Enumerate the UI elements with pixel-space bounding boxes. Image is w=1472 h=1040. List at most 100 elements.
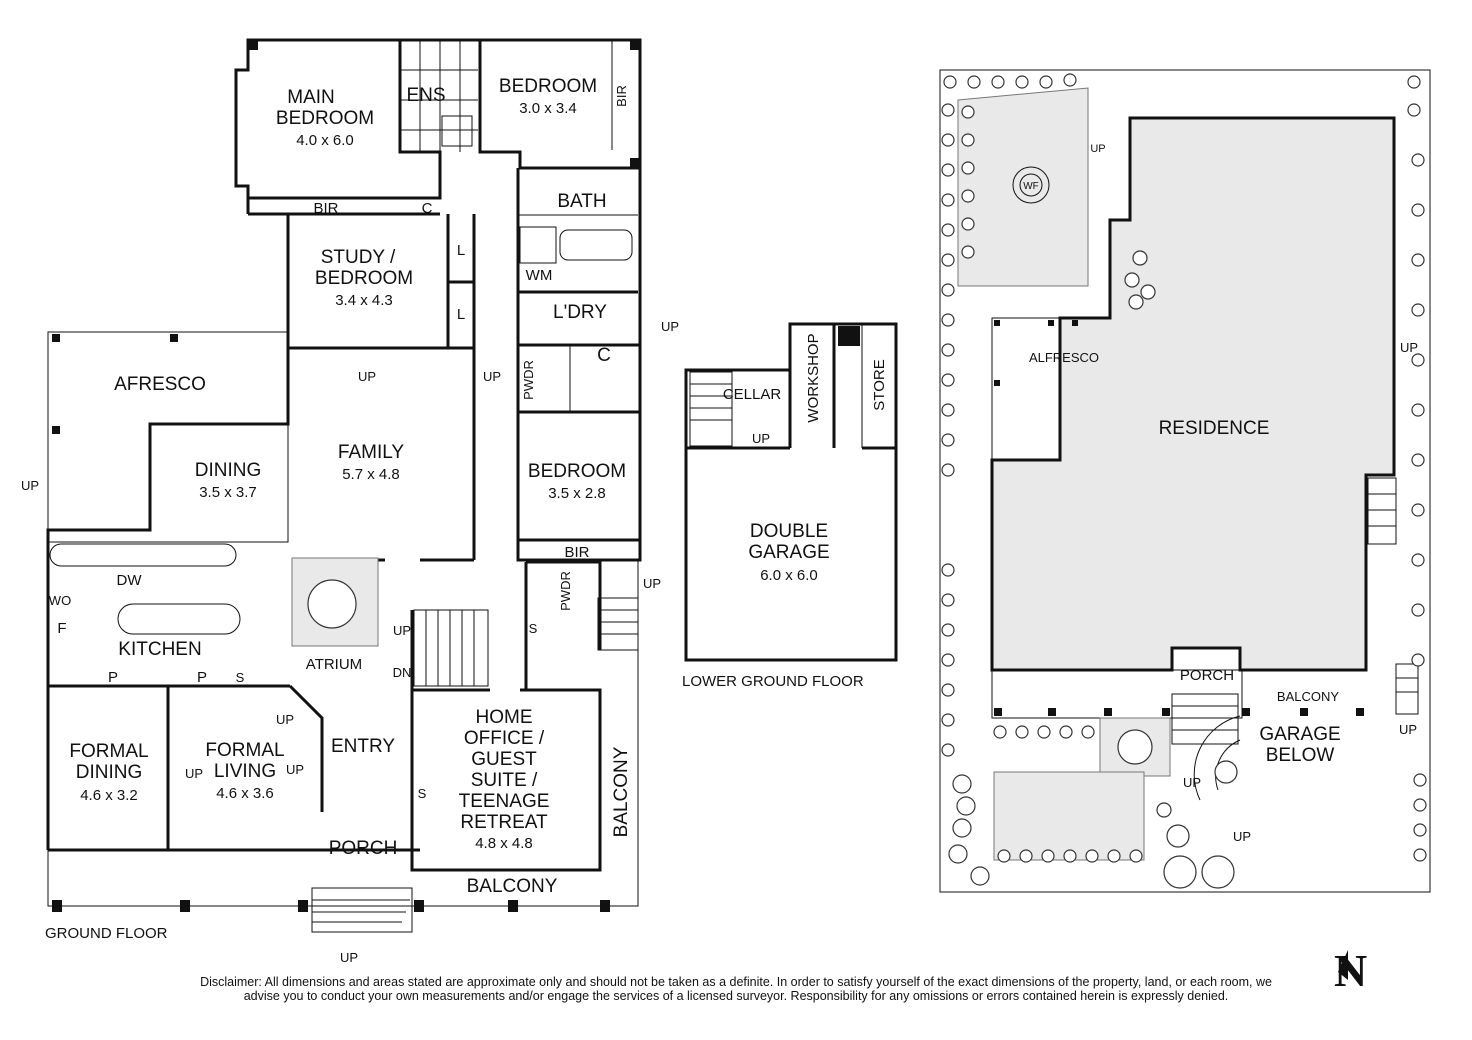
s-kitchen-label: S [236,670,245,685]
alfresco-outline [991,317,1061,461]
entry-label: ENTRY [331,736,395,757]
lower-ground-floor-plan: CELLAR WORKSHOP STORE DOUBLE GARAGE 6.0 … [682,322,898,690]
up-afresco: UP [21,478,39,493]
family-label: FAMILY [338,442,404,463]
bedroom-lower-label: BEDROOM [528,461,626,482]
formal-living-label-1: FORMAL [205,740,284,761]
main-bedroom-size: 4.0 x 6.0 [296,132,354,149]
c-pwdr-label: C [597,345,611,366]
front-balcony-outline [47,560,639,907]
ground-floor-labels: MAIN BEDROOM 4.0 x 6.0 ENS BEDROOM 3.0 x… [21,76,679,965]
afresco-area [47,331,289,543]
main-bedroom-label-2: BEDROOM [276,108,374,129]
site-up-1: UP [1090,143,1105,155]
pwdr-upper-label: PWDR [521,360,536,400]
kitchen-bench [49,543,237,567]
dining-walls [46,348,290,850]
s-hall-label: S [529,621,538,636]
residence-label: RESIDENCE [1159,418,1270,439]
bir-bed-label: BIR [564,544,589,561]
kitchen-island [117,603,241,635]
up-formal-living: UP [276,712,294,727]
site-up-4: UP [1183,775,1201,790]
dn-stairs: DN [393,665,412,680]
site-shrubs [941,73,1427,889]
formal-living-label-2: LIVING [214,761,276,782]
up-side: UP [643,576,661,591]
cellar-stairs [689,371,733,447]
front-steps [311,887,413,933]
family-size: 5.7 x 4.8 [342,466,400,483]
site-up-3: UP [1399,722,1417,737]
lower-ground-title: LOWER GROUND FLOOR [682,673,864,690]
study-label-2: BEDROOM [315,268,413,289]
up-entry: UP [286,762,304,777]
formal-dining-label-2: DINING [76,762,143,783]
porch-label: PORCH [329,838,398,859]
f-label: F [57,620,66,637]
shower [519,226,557,264]
cellar-label: CELLAR [723,386,782,403]
laundry-label: L'DRY [553,302,607,323]
bir-main-label: BIR [313,200,338,217]
afresco-label: AFRESCO [114,374,206,395]
office-label-4: SUITE / [471,770,538,791]
wm-label: WM [526,267,553,284]
bedroom-top-size: 3.0 x 3.4 [519,100,577,117]
bedroom-lower-size: 3.5 x 2.8 [548,485,606,502]
side-stairs [597,597,639,651]
office-label-1: HOME [476,707,533,728]
ensuite-tiles [400,40,478,152]
dining-size: 3.5 x 3.7 [199,484,257,501]
site-plan: WF [939,69,1431,893]
atrium-label: ATRIUM [306,656,362,673]
site-posts [994,320,1364,716]
balcony-posts [52,40,640,912]
office-label-5: TEENAGE [459,791,550,812]
ens-label: ENS [406,85,445,106]
p1-label: P [108,669,118,686]
ground-floor-plan [46,38,642,933]
ground-floor-title: GROUND FLOOR [45,925,168,942]
disclaimer-text: Disclaimer: All dimensions and areas sta… [200,975,1272,1003]
formal-living-bay [288,684,324,812]
study-size: 3.4 x 4.3 [335,292,393,309]
dining-label: DINING [195,460,262,481]
up-porch: UP [340,950,358,965]
up-formal-dining: UP [185,766,203,781]
s-office-label: S [418,786,427,801]
spiral-stair [1193,715,1241,801]
residence-steps [1171,477,1419,745]
formal-living-size: 4.6 x 3.6 [216,785,274,802]
office-label-3: GUEST [471,749,537,770]
office-label-6: RETREAT [460,812,548,833]
central-stairs [413,609,489,687]
dw-label: DW [117,572,143,589]
bedroom-lower-walls [516,345,642,562]
up-laundry: UP [661,319,679,334]
site-up-5: UP [1233,829,1251,844]
alfresco-label: ALFRESCO [1029,350,1099,365]
main-bedroom-label-1: MAIN [287,87,335,108]
bedroom-top-label: BEDROOM [499,76,597,97]
l2-label: L [457,306,465,323]
office-label-2: OFFICE / [464,728,545,749]
north-label: N [1334,945,1368,996]
garage-below-label-1: GARAGE [1259,724,1340,745]
study-label-1: STUDY / [321,247,396,268]
office-walls [410,610,602,872]
wf-label: WF [1023,181,1039,192]
up-study: UP [358,369,376,384]
site-boundary [939,69,1431,893]
balcony-side-label: BALCONY [611,746,632,837]
kitchen-label: KITCHEN [118,639,201,660]
bath-laundry-walls [516,168,642,347]
up-cellar: UP [752,431,770,446]
double-garage-size: 6.0 x 6.0 [760,567,818,584]
up-stairs: UP [393,623,411,638]
garage-below-label-2: BELOW [1266,745,1335,766]
pwdr-lower-label: PWDR [558,571,573,611]
double-garage-label-2: GARAGE [748,542,829,563]
wo-label: WO [49,593,71,608]
